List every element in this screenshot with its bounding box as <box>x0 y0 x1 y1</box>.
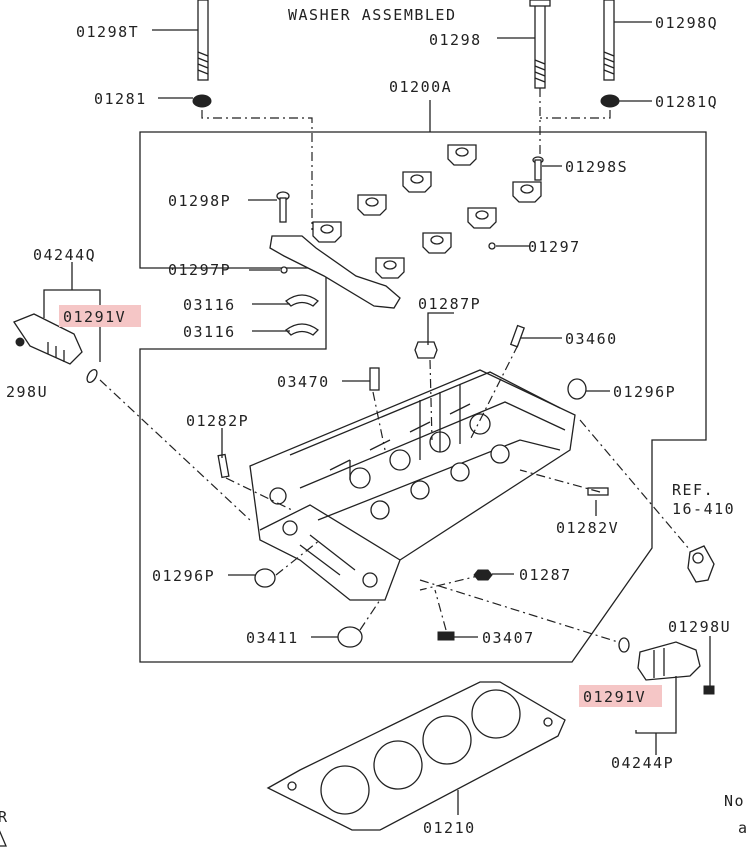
part-label-01281Q[interactable]: 01281Q <box>655 93 718 111</box>
part-label-01298U[interactable]: 01298U <box>668 618 731 636</box>
triangle-icon <box>0 830 7 847</box>
dowel-pin-icon[interactable] <box>509 324 526 348</box>
part-label-01298[interactable]: 01298 <box>429 31 482 49</box>
dowel-pin-icon[interactable] <box>369 367 380 391</box>
head-gasket-icon[interactable] <box>266 681 566 831</box>
washer-icon[interactable] <box>85 368 99 384</box>
reference-label-number[interactable]: 16-410 <box>672 500 735 518</box>
stud-bolt-icon[interactable] <box>217 453 230 479</box>
edge-text-partial: R <box>0 808 9 826</box>
part-label-04244Q[interactable]: 04244Q <box>33 246 96 264</box>
part-label-01298P[interactable]: 01298P <box>168 192 231 210</box>
washer-icon[interactable] <box>618 637 630 653</box>
note-text-partial: a <box>738 819 749 837</box>
bolt-icon[interactable] <box>532 156 544 181</box>
part-label-03116[interactable]: 03116 <box>183 296 236 314</box>
part-label-01282P[interactable]: 01282P <box>186 412 249 430</box>
part-label-03460[interactable]: 03460 <box>565 330 618 348</box>
note-text-partial: No <box>724 792 745 810</box>
bolt-icon[interactable] <box>603 0 615 81</box>
dowel-pin-icon[interactable] <box>488 242 496 250</box>
part-label-01287P[interactable]: 01287P <box>418 295 481 313</box>
camshaft-bearing-cap-icon[interactable] <box>512 181 542 203</box>
bolt-icon[interactable] <box>703 685 715 695</box>
part-label-01297P[interactable]: 01297P <box>168 261 231 279</box>
washer-assembled-note: WASHER ASSEMBLED <box>288 6 457 24</box>
seal-icon[interactable] <box>437 631 455 641</box>
seal-icon[interactable] <box>337 626 363 648</box>
part-label-01298Q[interactable]: 01298Q <box>655 14 718 32</box>
plug-icon[interactable] <box>254 568 276 588</box>
bolt-head <box>529 0 551 7</box>
camshaft-bearing-cap-icon[interactable] <box>312 221 342 243</box>
bolt-icon[interactable] <box>276 191 290 223</box>
camshaft-bearing-cap-icon[interactable] <box>375 257 405 279</box>
part-label-01281[interactable]: 01281 <box>94 90 147 108</box>
highlight-box <box>579 685 662 707</box>
part-label-03470[interactable]: 03470 <box>277 373 330 391</box>
oil-control-valve-icon[interactable] <box>637 641 701 681</box>
thrust-bearing-icon[interactable] <box>285 294 319 307</box>
part-label-03411[interactable]: 03411 <box>246 629 299 647</box>
oil-control-valve-icon[interactable] <box>13 313 83 365</box>
washer-icon[interactable] <box>192 94 212 108</box>
part-label-01200A[interactable]: 01200A <box>389 78 452 96</box>
thrust-bearing-icon[interactable] <box>285 323 319 336</box>
part-label-04244P[interactable]: 04244P <box>611 754 674 772</box>
sensor-icon[interactable] <box>687 545 715 583</box>
washer-icon[interactable] <box>414 341 438 359</box>
washer-icon[interactable] <box>600 94 620 108</box>
cylinder-head-icon[interactable] <box>249 369 576 601</box>
part-label-03407[interactable]: 03407 <box>482 629 535 647</box>
nut-icon[interactable] <box>473 569 493 581</box>
assembly-outline <box>139 131 707 663</box>
camshaft-bearing-cap-icon[interactable] <box>402 171 432 193</box>
highlight-box <box>59 305 141 327</box>
plug-icon[interactable] <box>567 378 587 400</box>
part-label-01282V[interactable]: 01282V <box>556 519 619 537</box>
part-label-298U[interactable]: 298U <box>6 383 48 401</box>
part-label-01298T[interactable]: 01298T <box>76 23 139 41</box>
camshaft-bearing-cap-icon[interactable] <box>357 194 387 216</box>
reference-label[interactable]: REF. <box>672 481 714 499</box>
part-label-01210[interactable]: 01210 <box>423 819 476 837</box>
part-label-01298S[interactable]: 01298S <box>565 158 628 176</box>
part-label-01291V-highlighted[interactable]: 01291V <box>583 688 646 706</box>
part-label-01296P[interactable]: 01296P <box>152 567 215 585</box>
part-label-01297[interactable]: 01297 <box>528 238 581 256</box>
bolt-icon[interactable] <box>534 0 546 89</box>
camshaft-bearing-cap-icon[interactable] <box>467 207 497 229</box>
part-label-01296P[interactable]: 01296P <box>613 383 676 401</box>
front-bearing-cap[interactable] <box>269 235 401 309</box>
camshaft-bearing-cap-icon[interactable] <box>447 144 477 166</box>
part-label-03116[interactable]: 03116 <box>183 323 236 341</box>
part-label-01287[interactable]: 01287 <box>519 566 572 584</box>
dowel-pin-icon[interactable] <box>280 266 288 274</box>
camshaft-bearing-cap-icon[interactable] <box>422 232 452 254</box>
bolt-icon[interactable] <box>197 0 209 81</box>
part-label-01291V-highlighted[interactable]: 01291V <box>63 308 126 326</box>
